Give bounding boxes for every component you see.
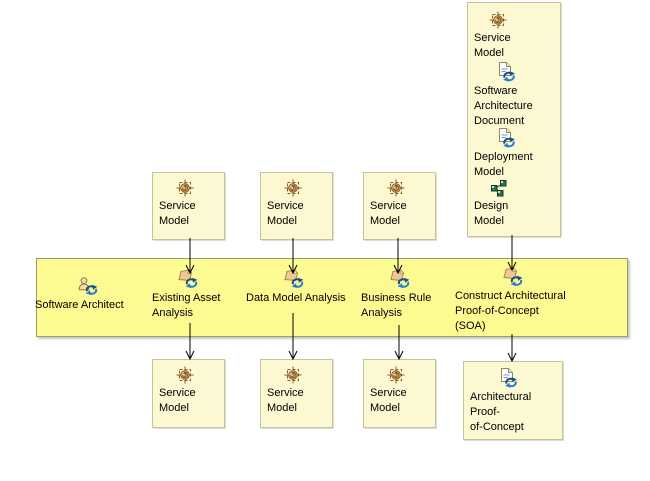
task-business-rule-analysis[interactable]: Business Rule Analysis xyxy=(361,268,443,321)
service-model-icon xyxy=(284,366,302,384)
flow-arrow-output-4 xyxy=(507,334,517,363)
input-box-service-model-3[interactable]: Service Model xyxy=(363,172,436,240)
work-product-label: Service Model xyxy=(370,200,407,227)
work-product-service-model[interactable]: Service Model xyxy=(468,11,560,61)
work-product-label: Service Model xyxy=(370,387,407,414)
work-product-service-model: Service Model xyxy=(261,179,332,229)
output-box-service-model-2[interactable]: Service Model xyxy=(260,359,333,428)
design-model-icon xyxy=(491,180,507,197)
work-product-service-model: Service Model xyxy=(153,179,224,229)
input-box-service-model-2[interactable]: Service Model xyxy=(260,172,333,240)
work-product-label: Service Model xyxy=(159,387,196,414)
work-product-label: Service Model xyxy=(267,200,304,227)
role-performer-icon xyxy=(76,276,98,296)
task-data-model-analysis[interactable]: Data Model Analysis xyxy=(246,268,364,306)
work-product-label: Software Architecture Document xyxy=(474,85,533,127)
artifact-icon xyxy=(495,62,515,82)
work-product-service-model: Service Model xyxy=(261,366,332,416)
work-product-label: Architectural Proof- of-Concept xyxy=(470,391,532,433)
task-label: Business Rule Analysis xyxy=(361,292,432,319)
task-icon xyxy=(176,268,199,289)
service-model-icon xyxy=(284,179,302,197)
work-product-architectural-proof-of-concept: Architectural Proof- of-Concept xyxy=(464,368,562,435)
task-existing-asset-analysis[interactable]: Existing Asset Analysis xyxy=(152,268,228,321)
work-product-label: Service Model xyxy=(474,32,511,59)
work-product-software-architecture-document[interactable]: Software Architecture Document xyxy=(468,62,560,129)
output-box-service-model-3[interactable]: Service Model xyxy=(363,359,436,428)
input-box-service-model-1[interactable]: Service Model xyxy=(152,172,225,240)
task-label: Data Model Analysis xyxy=(246,292,346,304)
service-model-icon xyxy=(387,179,405,197)
role-label: Software Architect xyxy=(35,299,124,311)
work-product-label: Design Model xyxy=(474,200,509,227)
role-task-band xyxy=(36,258,628,337)
task-label: Construct Architectural Proof-of-Concept… xyxy=(455,290,566,332)
work-product-design-model[interactable]: Design Model xyxy=(468,180,560,229)
output-box-service-model-1[interactable]: Service Model xyxy=(152,359,225,428)
work-product-label: Deployment Model xyxy=(474,151,533,178)
artifact-icon xyxy=(495,128,515,148)
work-product-label: Service Model xyxy=(267,387,304,414)
output-box-architectural-proof-of-concept[interactable]: Architectural Proof- of-Concept xyxy=(463,361,563,440)
work-product-service-model: Service Model xyxy=(153,366,224,416)
task-label: Existing Asset Analysis xyxy=(152,292,221,319)
work-product-deployment-model[interactable]: Deployment Model xyxy=(468,128,560,180)
input-work-products-box: Service Model Software Architecture Docu… xyxy=(467,2,561,237)
service-model-icon xyxy=(176,366,194,384)
work-product-service-model: Service Model xyxy=(364,366,435,416)
service-model-icon xyxy=(176,179,194,197)
work-product-service-model: Service Model xyxy=(364,179,435,229)
task-icon xyxy=(282,268,305,289)
service-model-icon xyxy=(489,11,507,29)
task-construct-architectural-proof-of-concept[interactable]: Construct Architectural Proof-of-Concept… xyxy=(455,266,571,334)
role-software-architect[interactable]: Software Architect xyxy=(35,276,137,313)
task-icon xyxy=(388,268,411,289)
service-model-icon xyxy=(387,366,405,384)
artifact-icon xyxy=(497,368,517,388)
task-icon xyxy=(501,266,524,287)
work-product-label: Service Model xyxy=(159,200,196,227)
